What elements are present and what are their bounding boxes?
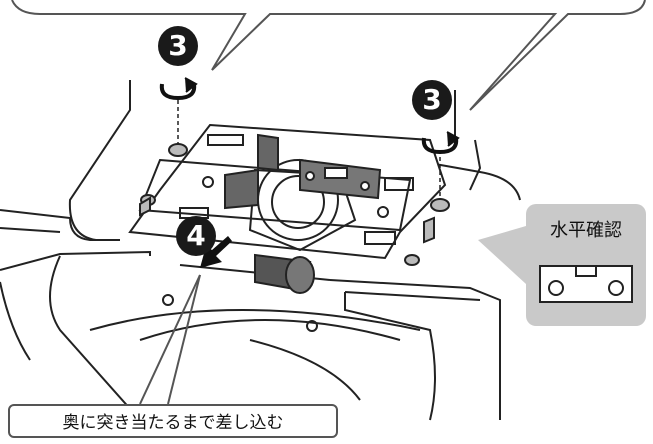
- level-icon: [539, 265, 633, 303]
- screw-left: [139, 143, 188, 217]
- screw-right: [404, 198, 450, 266]
- callout-instruction: 奥に突き当たるまで差し込む: [8, 404, 338, 438]
- callout-leader: [139, 274, 201, 405]
- step-badge-push-in: 4: [176, 216, 216, 256]
- inset-pointer: [478, 226, 526, 284]
- top-callout-bubble: [11, 0, 646, 111]
- step-badge-screw-right: 3: [412, 80, 452, 120]
- rotate-arrow-icon: [421, 131, 460, 155]
- level-inset: 水平確認: [526, 204, 646, 326]
- machine-body: [0, 80, 521, 421]
- level-tool: [224, 133, 382, 210]
- step-badge-screw-left: 3: [158, 26, 198, 66]
- level-inset-label: 水平確認: [550, 220, 622, 241]
- bobbin-roller: [254, 253, 315, 294]
- rotate-arrow-icon: [159, 77, 198, 101]
- push-arrow-icon: [200, 236, 232, 268]
